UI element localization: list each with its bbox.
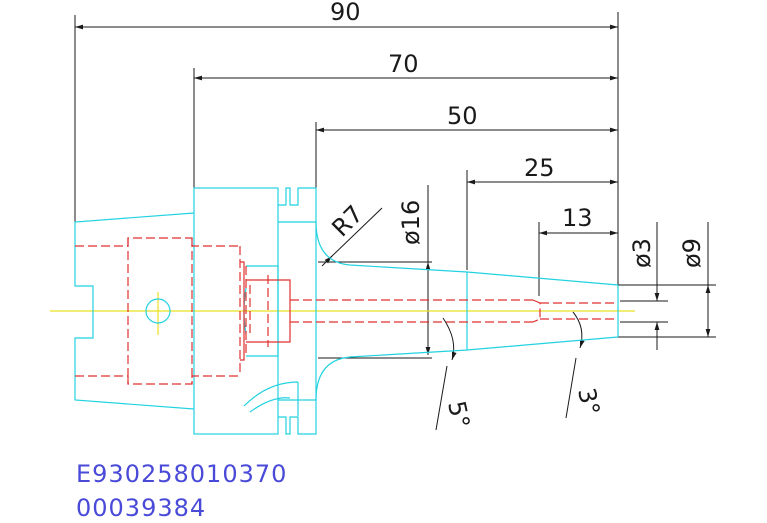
dim-13-label: 13: [562, 204, 593, 232]
dia-9-label: ø9: [678, 238, 706, 268]
hidden-lines: [75, 237, 618, 385]
dia-3-label: ø3: [628, 238, 656, 268]
angle-3-label: 3°: [572, 385, 605, 418]
dim-25-label: 25: [524, 154, 555, 182]
dim-70-label: 70: [388, 50, 419, 78]
dim-90-label: 90: [330, 0, 361, 26]
part-code-line-2: 00039384: [76, 494, 206, 522]
dim-50-label: 50: [447, 102, 478, 130]
part-code-line-1: E930258010370: [76, 460, 287, 488]
dia-16-label: ø16: [397, 200, 425, 245]
angle-5-label: 5°: [442, 398, 475, 431]
dimension-labels: 90 70 50 25 13 R7 ø16 ø3 ø9 5° 3°: [326, 0, 706, 431]
radius-r7-label: R7: [326, 200, 368, 242]
dimension-lines: [74, 12, 716, 431]
